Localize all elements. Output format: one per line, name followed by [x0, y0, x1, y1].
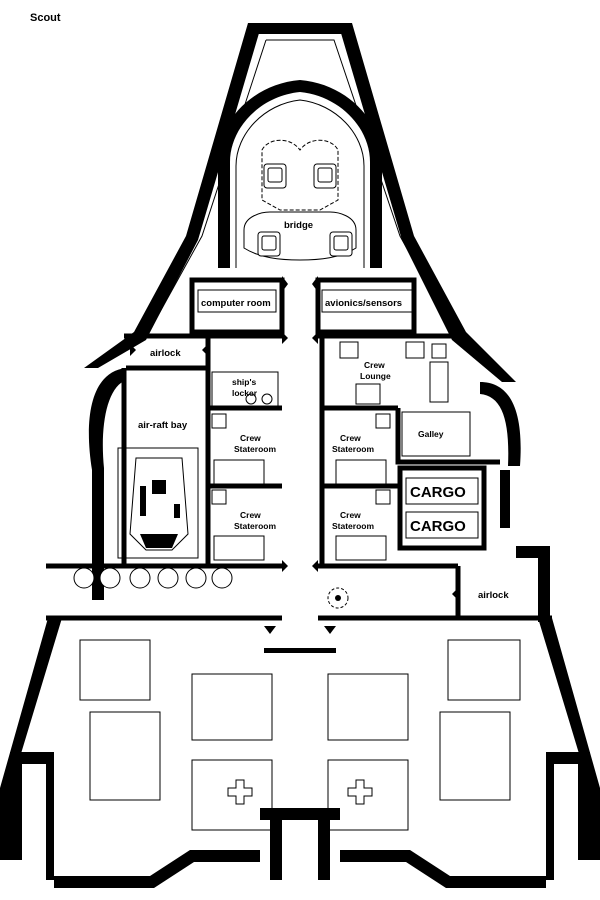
stateroom-4: Crew Stateroom — [332, 489, 391, 561]
stateroom-2: Crew Stateroom — [211, 489, 276, 561]
engine-room — [79, 639, 521, 831]
air-raft-bay: air-raft bay — [117, 420, 199, 559]
cargo-label-2: CARGO — [410, 518, 466, 535]
stateroom-4-label-1: Crew — [340, 510, 361, 520]
stateroom-3-label-1: Crew — [340, 433, 361, 443]
ship-title: Scout — [30, 12, 61, 24]
ships-locker: ship's locker — [211, 371, 279, 407]
stateroom-3-label-2: Stateroom — [332, 444, 374, 454]
bridge-area: bridge — [218, 80, 382, 268]
stateroom-4-label-2: Stateroom — [332, 521, 374, 531]
stateroom-1-label-2: Stateroom — [234, 444, 276, 454]
airlock-top-label: airlock — [150, 348, 181, 359]
bridge-chair-3 — [257, 231, 281, 257]
computer-room: computer room — [189, 277, 285, 335]
air-raft-bay-label: air-raft bay — [138, 420, 188, 431]
stateroom-1: Crew Stateroom — [211, 413, 276, 485]
crew-lounge-label-1: Crew — [364, 360, 385, 370]
air-raft-vehicle — [129, 457, 189, 551]
ladder-hatch[interactable] — [327, 587, 349, 609]
outer-hull — [0, 23, 600, 888]
computer-room-label: computer room — [201, 298, 271, 309]
avionics-room: avionics/sensors — [315, 277, 417, 335]
suit-lockers — [73, 567, 233, 589]
airlock-bottom-label: airlock — [478, 590, 509, 601]
stateroom-2-label-2: Stateroom — [234, 521, 276, 531]
mid-walls — [46, 333, 552, 621]
cargo-hold: CARGO CARGO — [397, 465, 487, 551]
bridge-chair-2 — [313, 163, 337, 189]
airlock-bottom-doors[interactable] — [452, 588, 544, 600]
stateroom-1-label-1: Crew — [240, 433, 261, 443]
stateroom-3: Crew Stateroom — [332, 413, 391, 485]
bridge-label: bridge — [284, 220, 313, 231]
ships-locker-label-1: ship's — [232, 377, 256, 387]
ships-locker-label-2: locker — [232, 388, 258, 398]
crew-lounge-label-2: Lounge — [360, 371, 391, 381]
avionics-label: avionics/sensors — [325, 298, 402, 309]
bridge-door[interactable] — [282, 276, 318, 292]
galley: Galley — [401, 411, 471, 457]
bridge-chair-4 — [329, 231, 353, 257]
corridor-doors[interactable] — [130, 332, 336, 653]
stateroom-2-label-1: Crew — [240, 510, 261, 520]
cargo-label-1: CARGO — [410, 484, 466, 501]
bridge-chair-1 — [263, 163, 287, 189]
crew-lounge: Crew Lounge — [339, 341, 449, 405]
galley-label: Galley — [418, 429, 444, 439]
